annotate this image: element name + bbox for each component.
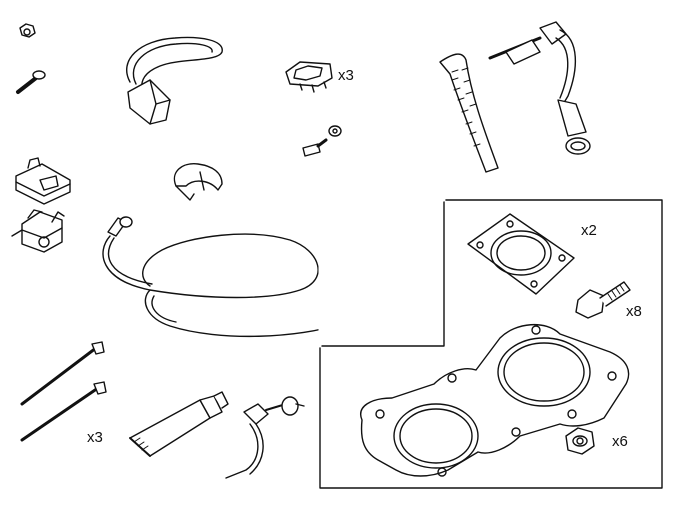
flange-bolt xyxy=(575,281,631,319)
hex-nut-small xyxy=(19,23,36,38)
mounting-bracket xyxy=(15,157,71,205)
bolt-with-washer xyxy=(302,125,342,157)
qty-retainer-clip: x3 xyxy=(338,67,354,84)
hose-section xyxy=(439,53,499,173)
thermostat-probe xyxy=(225,396,305,479)
qty-cable-ties: x3 xyxy=(87,429,103,446)
screw-small xyxy=(16,70,46,94)
cable-tie xyxy=(20,341,107,442)
switch-housing xyxy=(11,209,65,253)
temperature-sensor xyxy=(488,21,591,155)
qty-square-gasket: x2 xyxy=(581,222,597,239)
heater-element xyxy=(126,36,223,125)
square-gasket xyxy=(467,213,575,295)
grease-tube xyxy=(129,391,229,457)
qty-flange-nut: x6 xyxy=(612,433,628,450)
qty-flange-bolt: x8 xyxy=(626,303,642,320)
retainer-clip xyxy=(285,61,333,93)
hose-clamp-shell xyxy=(173,163,223,201)
exhaust-gasket xyxy=(360,323,630,477)
flange-nut xyxy=(565,427,595,455)
gasket-kit-frame-inner-corner xyxy=(320,200,444,346)
